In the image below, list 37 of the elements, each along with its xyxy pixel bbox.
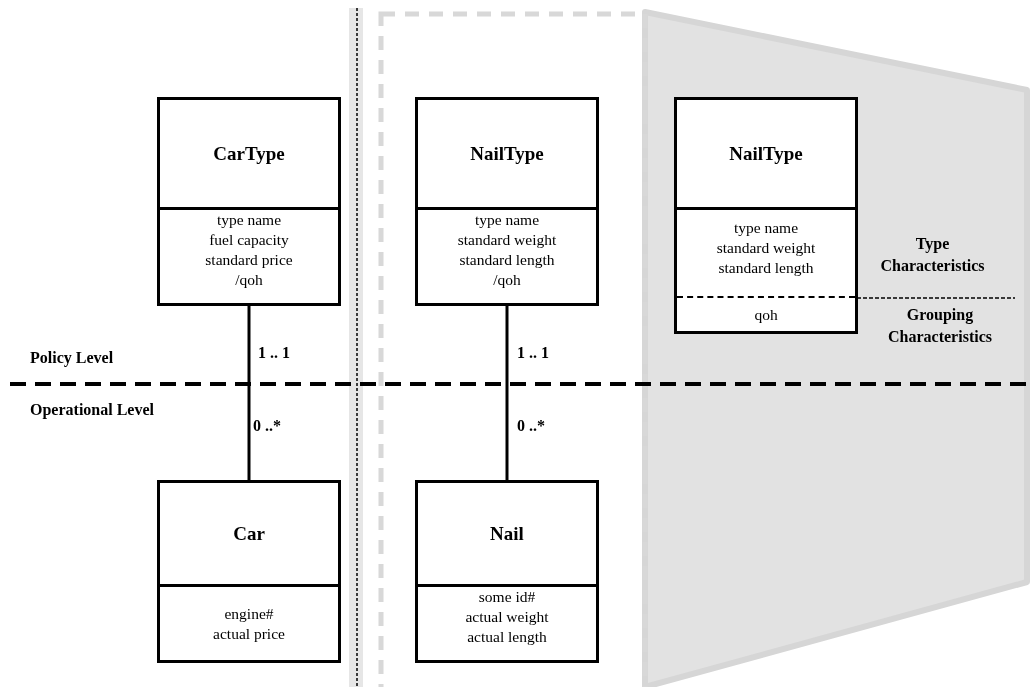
multiplicity-label: 1 .. 1: [258, 343, 291, 363]
attribute-text: type name: [733, 218, 799, 238]
class-box: [157, 480, 341, 663]
compartment-label: Type Characteristics: [879, 234, 986, 276]
association-line: [505, 306, 509, 480]
attribute-text: qoh: [754, 304, 778, 325]
attribute-text: /qoh: [235, 270, 263, 290]
attribute-text: standard length: [459, 250, 555, 270]
attribute-text: fuel capacity: [209, 230, 289, 250]
attribute-text: type name: [216, 210, 282, 230]
class-name: CarType: [213, 141, 285, 166]
level-label: Operational Level: [30, 400, 155, 421]
attribute-text: /qoh: [493, 270, 521, 290]
class-box: [157, 97, 341, 306]
attribute-text: engine#: [224, 603, 274, 624]
class-box: [674, 97, 858, 334]
attribute-text: standard price: [205, 250, 293, 270]
multiplicity-label: 0 ..*: [253, 416, 282, 436]
attribute-text: standard length: [718, 258, 814, 278]
attribute-text: some id#: [478, 587, 536, 607]
level-label: Policy Level: [30, 348, 115, 369]
class-box: [415, 480, 599, 663]
class-name: NailType: [729, 141, 803, 166]
association-line: [247, 306, 251, 480]
multiplicity-label: 1 .. 1: [517, 343, 550, 363]
attribute-text: actual price: [213, 623, 285, 644]
multiplicity-label: 0 ..*: [517, 416, 546, 436]
attribute-text: actual length: [467, 627, 547, 647]
class-name: Nail: [490, 521, 524, 546]
attribute-text: standard weight: [716, 238, 816, 258]
compartment-label: Grouping Characteristics: [887, 305, 993, 347]
class-name: Car: [233, 521, 265, 546]
attribute-text: actual weight: [465, 607, 549, 627]
class-box: [415, 97, 599, 306]
class-name: NailType: [470, 141, 544, 166]
attribute-text: standard weight: [457, 230, 557, 250]
attribute-text: type name: [474, 210, 540, 230]
